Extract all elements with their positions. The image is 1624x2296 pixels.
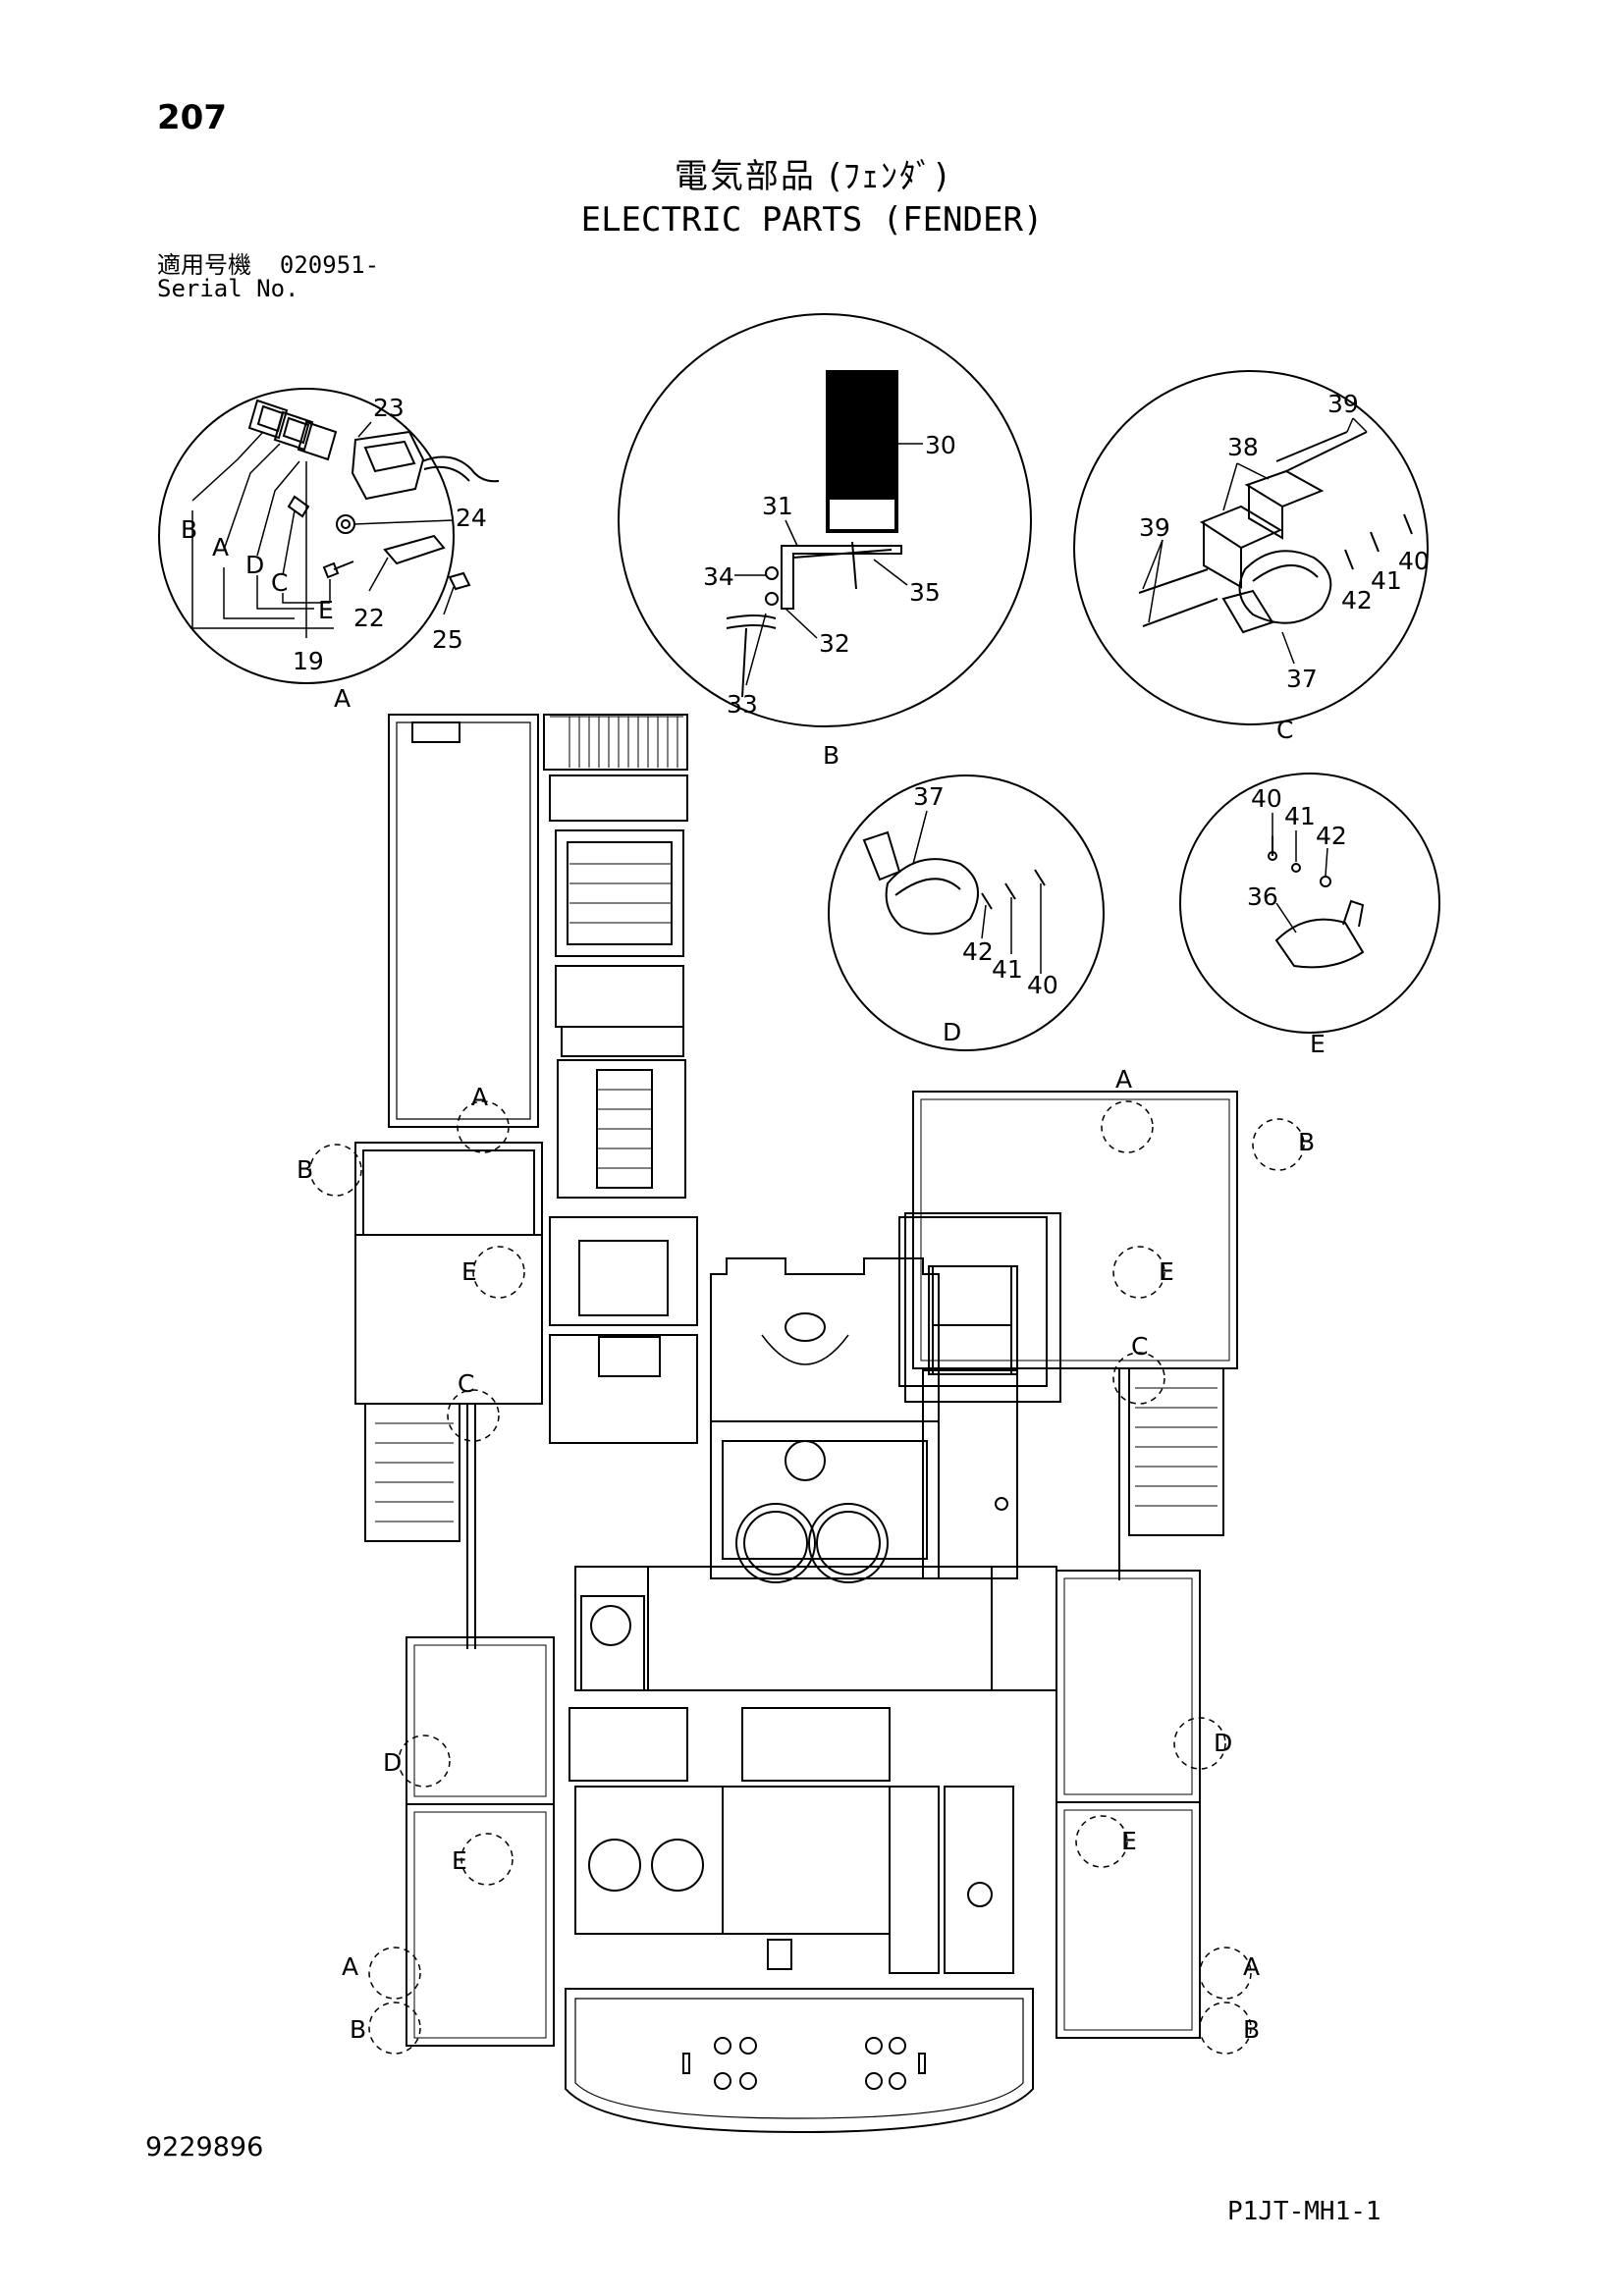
part-label: 38	[1227, 433, 1259, 461]
part-label: 19	[293, 647, 324, 675]
bracket-shape	[726, 541, 902, 698]
document-id: 9229896	[145, 2132, 264, 2163]
callout-label: E	[318, 596, 334, 624]
marker-label: D	[1214, 1729, 1232, 1757]
detail-a-leaders	[191, 421, 455, 638]
part-label: 37	[913, 782, 945, 811]
part-label: 34	[703, 562, 734, 591]
part-label: 24	[456, 504, 487, 532]
left-tall-walkway	[388, 714, 539, 1128]
center-tower	[543, 714, 698, 1444]
left-rear-walkway	[406, 1636, 555, 2047]
marker-label: B	[297, 1155, 313, 1184]
serial-value: 020951-	[279, 251, 380, 279]
part-label: 36	[1247, 882, 1278, 911]
marker-label: E	[1159, 1257, 1174, 1286]
serial-line-jp: 適用号機 020951-	[157, 253, 379, 277]
marker-label: A	[342, 1952, 358, 1981]
mount-shapes	[1138, 431, 1413, 634]
engine-deck	[568, 1566, 1057, 1974]
marker-label: D	[383, 1748, 402, 1777]
part-label: 31	[762, 492, 793, 520]
part-label: 39	[1139, 513, 1170, 542]
location-marker-labels: A B E C D E A B A B E C D E A B	[297, 1065, 1315, 2044]
marker-label: E	[1121, 1827, 1137, 1855]
detail-c: C 39 38 39 40 41 42	[1073, 370, 1430, 744]
part-label: 23	[373, 394, 405, 422]
callout-label: B	[181, 515, 197, 544]
lamp-shape	[351, 430, 500, 501]
detail-a-label: A	[334, 684, 351, 713]
left-platform	[354, 1142, 543, 1649]
callout-label: A	[212, 533, 229, 561]
marker-label: B	[1298, 1128, 1315, 1156]
detail-d-leaders	[912, 810, 1042, 974]
detail-a-circle	[158, 388, 455, 684]
detail-e-leaders	[1272, 813, 1328, 934]
part-label: 42	[1341, 586, 1373, 614]
detail-b: B 30 31 34 35 32 33	[618, 313, 1032, 770]
part-label: 40	[1398, 547, 1430, 575]
detail-e-label: E	[1310, 1030, 1326, 1058]
detail-c-circle	[1073, 370, 1429, 725]
part-label: 39	[1327, 390, 1359, 418]
part-label: 33	[727, 690, 758, 719]
serial-label-en: Serial No.	[157, 275, 299, 302]
title-english: ELECTRIC PARTS (FENDER)	[580, 200, 1044, 240]
part-label: 40	[1027, 971, 1058, 999]
detail-e: E 40 41 42 36	[1179, 773, 1440, 1058]
detail-d-label: D	[943, 1018, 961, 1046]
right-platform	[904, 1091, 1238, 1580]
part-label: 41	[1284, 802, 1316, 830]
marker-label: C	[458, 1369, 474, 1398]
bolt-shapes	[287, 495, 471, 591]
marker-label: A	[1243, 1952, 1260, 1981]
marker-label: E	[452, 1846, 467, 1875]
marker-label: E	[461, 1257, 477, 1286]
serial-label-jp: 適用号機	[157, 251, 251, 279]
detail-d-circle	[828, 774, 1105, 1051]
part-label: 41	[992, 955, 1023, 984]
marker-label: B	[350, 2015, 366, 2044]
detail-c-leaders	[1142, 417, 1368, 665]
title-japanese: 電気部品 (ﾌｪﾝﾀﾞ)	[674, 157, 950, 196]
detail-c-label: C	[1276, 716, 1293, 744]
page-number: 207	[157, 98, 227, 137]
right-rear-walkway	[1056, 1570, 1201, 2039]
detail-a: A	[158, 388, 500, 713]
detail-e-circle	[1179, 773, 1440, 1034]
part-label: 41	[1371, 566, 1402, 595]
detail-b-leaders	[734, 443, 923, 686]
location-markers	[309, 1100, 1305, 2055]
part-label: 22	[353, 604, 385, 632]
callout-label: C	[271, 568, 288, 597]
callout-label: D	[245, 551, 264, 579]
gasket-shapes	[247, 399, 338, 461]
detail-b-circle	[618, 313, 1032, 727]
detail-d: D 37 42 41 40	[828, 774, 1105, 1051]
beacon-shape	[826, 370, 898, 533]
detail-b-label: B	[823, 741, 839, 770]
part-label: 35	[909, 578, 941, 607]
marker-label: C	[1131, 1332, 1148, 1361]
part-label: 30	[925, 431, 956, 459]
marker-label: A	[1115, 1065, 1132, 1094]
part-label: 37	[1286, 665, 1318, 693]
e-shapes	[1268, 836, 1365, 969]
machine-top-view	[354, 714, 1238, 2134]
part-label: 42	[962, 937, 994, 966]
part-label: 25	[432, 625, 463, 654]
part-label: 40	[1251, 784, 1282, 813]
marker-label: A	[471, 1083, 488, 1111]
upper-frame	[710, 1216, 1048, 1583]
serial-block: 適用号機 020951- Serial No.	[157, 253, 379, 300]
counterweight	[565, 1988, 1034, 2134]
marker-label: B	[1243, 2015, 1260, 2044]
part-label: 32	[819, 629, 850, 658]
page-code: P1JT-MH1-1	[1227, 2197, 1381, 2226]
part-label: 42	[1316, 822, 1347, 850]
horn-shape	[862, 830, 1046, 935]
